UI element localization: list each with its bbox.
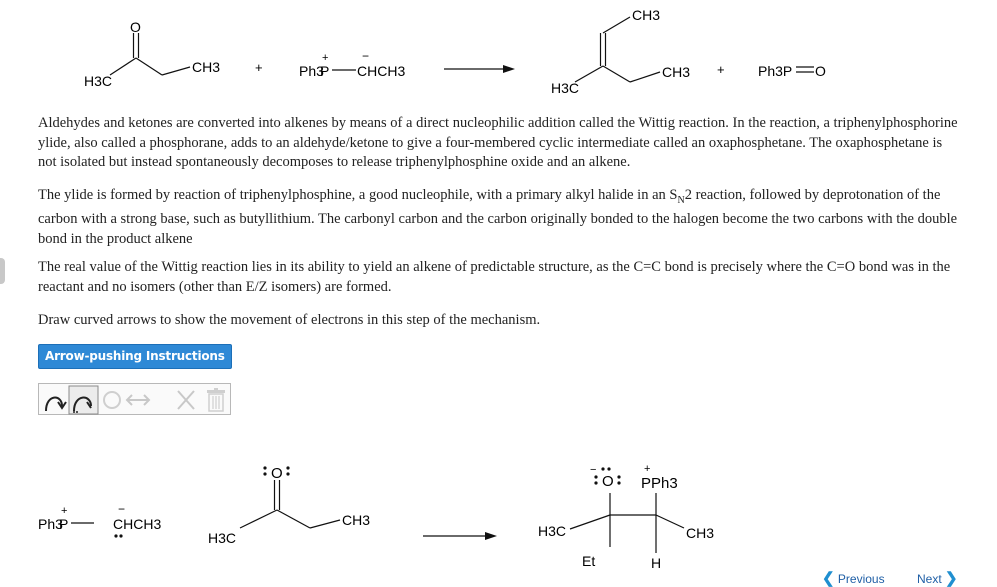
alkene-ch3: CH3 bbox=[662, 64, 690, 80]
lone-pair[interactable] bbox=[601, 467, 611, 471]
single-barb-arrow-icon[interactable] bbox=[68, 385, 99, 415]
ylide-p-charge: + bbox=[322, 52, 328, 64]
plus-sign-2: + bbox=[717, 62, 725, 77]
mech-int-ch3: CH3 bbox=[686, 525, 714, 541]
mechanism-ketone[interactable]: O H3C CH3 bbox=[208, 465, 370, 546]
double-barb-arrow-icon[interactable] bbox=[41, 386, 67, 414]
ylide-p: P bbox=[320, 63, 329, 79]
mech-ketone-h3c: H3C bbox=[208, 530, 236, 546]
mech-ketone-ch3: CH3 bbox=[342, 512, 370, 528]
ring-icon[interactable] bbox=[103, 391, 121, 409]
lone-pair[interactable] bbox=[286, 466, 290, 476]
lone-pair[interactable] bbox=[114, 534, 123, 538]
mech-ketone-oxygen[interactable]: O bbox=[271, 465, 283, 482]
mech-ylide-p-charge: + bbox=[61, 505, 67, 517]
reaction-arrow bbox=[444, 65, 515, 73]
mech-int-oxygen[interactable]: O bbox=[602, 473, 614, 490]
ketone-h3c: H3C bbox=[84, 73, 112, 89]
ylide-c-charge: − bbox=[362, 49, 369, 63]
close-icon[interactable] bbox=[177, 390, 195, 410]
mech-ylide-p[interactable]: P bbox=[59, 516, 68, 532]
side-panel-tab[interactable] bbox=[0, 258, 5, 284]
paragraph-ylide-formation: The ylide is formed by reaction of triph… bbox=[38, 186, 958, 249]
phosphine-oxide: Ph3P O bbox=[758, 63, 826, 79]
alkene-h3c: H3C bbox=[551, 80, 579, 96]
lone-pair[interactable] bbox=[594, 475, 598, 485]
oxide-ph3p: Ph3P bbox=[758, 63, 792, 79]
alkene-top-ch3: CH3 bbox=[632, 7, 660, 23]
mech-ylide-c-charge: − bbox=[118, 502, 125, 516]
mech-int-o-charge: − bbox=[590, 464, 596, 476]
paragraph-task: Draw curved arrows to show the movement … bbox=[38, 312, 541, 328]
mech-int-p-charge: + bbox=[644, 463, 650, 475]
previous-button[interactable]: ❮ Previous bbox=[822, 569, 885, 587]
paragraph-wittig-intro: Aldehydes and ketones are converted into… bbox=[38, 115, 958, 170]
mechanism-ylide[interactable]: Ph3 P + CHCH3 − bbox=[38, 502, 161, 538]
ylide-ph3: Ph3 bbox=[299, 63, 324, 79]
mech-ylide-chch3[interactable]: CHCH3 bbox=[113, 516, 161, 532]
chevron-right-icon: ❯ bbox=[945, 570, 958, 587]
p2-text-b: 2 reaction, followed by deprotonation of… bbox=[38, 187, 958, 247]
product-alkene bbox=[574, 16, 661, 83]
top-reaction-scheme: O H3C CH3 + Ph3 P + CHCH3 − CH3 H3C CH3 … bbox=[84, 7, 826, 96]
lone-pair[interactable] bbox=[617, 475, 621, 485]
ylide-reagent: Ph3 P + CHCH3 − bbox=[299, 49, 405, 79]
p2-subscript: N bbox=[677, 194, 685, 206]
mech-int-h: H bbox=[651, 555, 661, 571]
plus-sign: + bbox=[255, 60, 263, 75]
p2-text-a: The ylide is formed by reaction of triph… bbox=[38, 187, 678, 203]
trash-icon[interactable] bbox=[207, 388, 225, 412]
chevron-left-icon: ❮ bbox=[822, 570, 835, 587]
mech-int-pph3[interactable]: PPh3 bbox=[641, 475, 678, 492]
mechanism-canvas[interactable]: Ph3 P + CHCH3 − O H3C CH3 bbox=[0, 448, 997, 583]
oxide-o: O bbox=[815, 63, 826, 79]
ketone-oxygen: O bbox=[130, 19, 141, 35]
mech-int-h3c: H3C bbox=[538, 523, 566, 539]
ketone-ch3: CH3 bbox=[192, 59, 220, 75]
mech-ylide-ph3: Ph3 bbox=[38, 516, 63, 532]
mechanism-reaction-arrow bbox=[423, 532, 497, 540]
previous-label: Previous bbox=[837, 572, 885, 586]
double-arrow-icon[interactable] bbox=[125, 394, 151, 406]
arrow-pushing-instructions-button[interactable]: Arrow-pushing Instructions bbox=[38, 344, 232, 369]
paragraph-real-value: The real value of the Wittig reaction li… bbox=[38, 259, 951, 295]
ylide-chch3: CHCH3 bbox=[357, 63, 405, 79]
next-button[interactable]: Next ❯ bbox=[917, 569, 958, 587]
drawing-toolbar bbox=[38, 383, 231, 415]
mech-int-et: Et bbox=[582, 553, 595, 569]
lone-pair[interactable] bbox=[263, 466, 267, 476]
reactant-ketone bbox=[109, 33, 191, 76]
next-label: Next bbox=[917, 572, 942, 586]
mechanism-intermediate[interactable]: O − PPh3 + H3C CH3 Et H bbox=[538, 463, 714, 571]
